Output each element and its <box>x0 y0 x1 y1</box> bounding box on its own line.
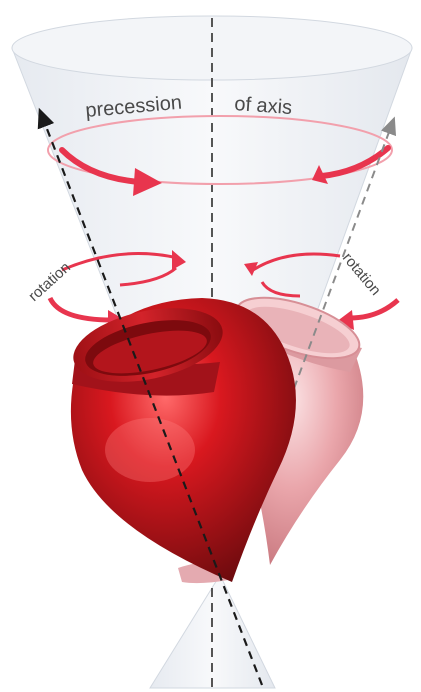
rotation-label-left: rotation <box>25 259 74 305</box>
of-axis-label: of axis <box>234 93 293 119</box>
rotation-label-right: rotation <box>339 250 384 299</box>
spinning-top-red <box>67 296 296 582</box>
